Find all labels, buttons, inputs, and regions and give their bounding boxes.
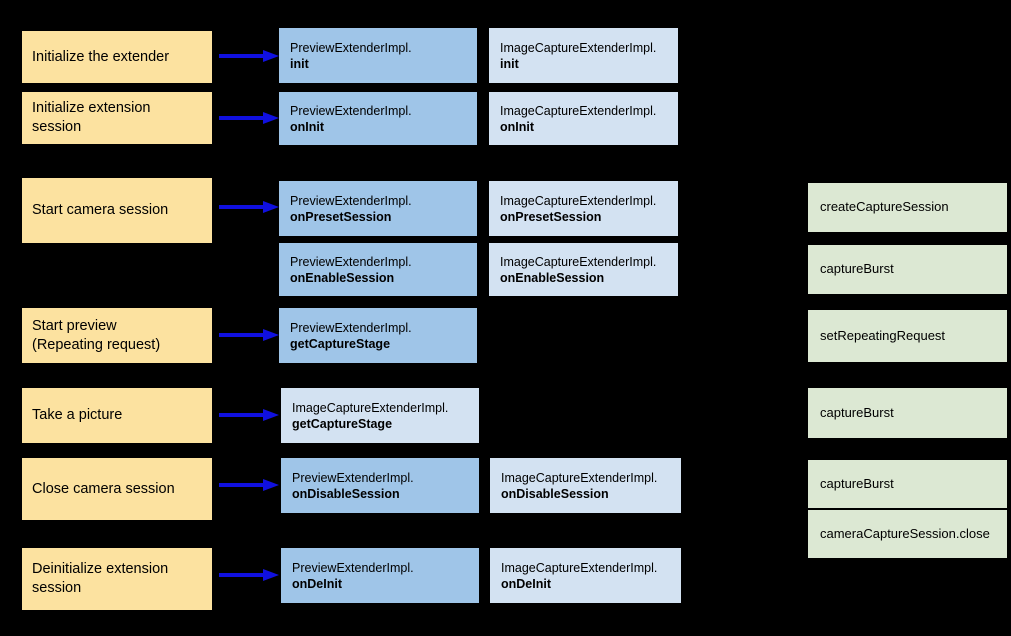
imagecapture-call-box-onenablesession: ImageCaptureExtenderImpl. onEnableSessio… xyxy=(489,243,678,296)
preview-class-name: PreviewExtenderImpl. xyxy=(290,103,412,118)
imagecapture-method-name: init xyxy=(500,56,519,71)
stage-label-line: Deinitialize extension xyxy=(32,561,169,578)
stage-box-take-picture: Take a picture xyxy=(22,388,212,443)
stage-box-deinit-session: Deinitialize extension session xyxy=(22,548,212,610)
preview-call-box-ondisablesession: PreviewExtenderImpl. onDisableSession xyxy=(281,458,479,513)
camera2-call-label: captureBurst xyxy=(820,261,894,277)
arrow-to-preview-ondeinit xyxy=(219,568,281,582)
imagecapture-class-name: ImageCaptureExtenderImpl. xyxy=(500,254,657,269)
preview-call-box-onpresetsession: PreviewExtenderImpl. onPresetSession xyxy=(279,181,477,236)
camera2-call-box-createcapturesession: createCaptureSession xyxy=(808,183,1007,232)
camera2-call-box-captureburst-3: captureBurst xyxy=(808,460,1007,508)
stage-label-line: Initialize extension xyxy=(32,100,151,117)
preview-class-name: PreviewExtenderImpl. xyxy=(292,470,414,485)
imagecapture-class-name: ImageCaptureExtenderImpl. xyxy=(292,400,449,415)
stage-box-init-extender: Initialize the extender xyxy=(22,31,212,83)
preview-call-box-oninit: PreviewExtenderImpl. onInit xyxy=(279,92,477,145)
imagecapture-call-box-init: ImageCaptureExtenderImpl. init xyxy=(489,28,678,83)
arrow-to-preview-onpreset xyxy=(219,200,281,214)
camera2-call-box-cameracapturesession-close: cameraCaptureSession.close xyxy=(808,510,1007,558)
imagecapture-class-name: ImageCaptureExtenderImpl. xyxy=(501,560,658,575)
preview-method-name: onEnableSession xyxy=(290,270,395,285)
stage-box-start-preview: Start preview (Repeating request) xyxy=(22,308,212,363)
stage-label-line: Initialize the extender xyxy=(32,48,170,65)
preview-class-name: PreviewExtenderImpl. xyxy=(290,193,412,208)
imagecapture-method-name: getCaptureStage xyxy=(292,416,393,431)
imagecapture-method-name: onPresetSession xyxy=(500,209,602,224)
imagecapture-call-box-ondeinit: ImageCaptureExtenderImpl. onDeInit xyxy=(490,548,681,603)
imagecapture-method-name: onEnableSession xyxy=(500,270,605,285)
arrow-to-preview-ondisable xyxy=(219,478,281,492)
stage-box-close-camera: Close camera session xyxy=(22,458,212,520)
stage-label-line: (Repeating request) xyxy=(32,336,161,353)
camera2-call-box-captureburst-1: captureBurst xyxy=(808,245,1007,294)
camera2-call-label: captureBurst xyxy=(820,404,894,420)
preview-call-box-getcapturestage: PreviewExtenderImpl. getCaptureStage xyxy=(279,308,477,363)
preview-call-box-onenablesession: PreviewExtenderImpl. onEnableSession xyxy=(279,243,477,296)
arrow-to-preview-init xyxy=(219,49,281,63)
preview-method-name: onPresetSession xyxy=(290,209,392,224)
preview-method-name: onInit xyxy=(290,119,325,134)
imagecapture-call-box-onpresetsession: ImageCaptureExtenderImpl. onPresetSessio… xyxy=(489,181,678,236)
arrow-to-capture-getcapturestage xyxy=(219,408,281,422)
imagecapture-call-box-getcapturestage: ImageCaptureExtenderImpl. getCaptureStag… xyxy=(281,388,479,443)
preview-method-name: getCaptureStage xyxy=(290,336,391,351)
imagecapture-call-box-oninit: ImageCaptureExtenderImpl. onInit xyxy=(489,92,678,145)
imagecapture-class-name: ImageCaptureExtenderImpl. xyxy=(500,193,657,208)
imagecapture-class-name: ImageCaptureExtenderImpl. xyxy=(500,103,657,118)
imagecapture-method-name: onDeInit xyxy=(501,576,551,591)
preview-call-box-ondeinit: PreviewExtenderImpl. onDeInit xyxy=(281,548,479,603)
camera2-call-label: createCaptureSession xyxy=(820,199,949,215)
camera2-call-label: cameraCaptureSession.close xyxy=(820,525,990,541)
preview-class-name: PreviewExtenderImpl. xyxy=(292,560,414,575)
stage-label-line: Start preview xyxy=(32,317,117,334)
camera2-call-label: setRepeatingRequest xyxy=(820,327,946,343)
imagecapture-class-name: ImageCaptureExtenderImpl. xyxy=(500,40,657,55)
preview-class-name: PreviewExtenderImpl. xyxy=(290,320,412,335)
stage-label-line: Take a picture xyxy=(32,407,123,424)
preview-method-name: onDisableSession xyxy=(292,486,400,501)
stage-box-init-session: Initialize extension session xyxy=(22,92,212,144)
imagecapture-call-box-ondisablesession: ImageCaptureExtenderImpl. onDisableSessi… xyxy=(490,458,681,513)
imagecapture-method-name: onDisableSession xyxy=(501,486,609,501)
stage-box-start-camera: Start camera session xyxy=(22,178,212,243)
arrow-to-preview-oninit xyxy=(219,111,281,125)
camera2-call-box-setrepeatingrequest: setRepeatingRequest xyxy=(808,310,1007,362)
stage-label-line: session xyxy=(32,580,82,596)
preview-class-name: PreviewExtenderImpl. xyxy=(290,40,412,55)
preview-method-name: onDeInit xyxy=(292,576,342,591)
camera2-call-label: captureBurst xyxy=(820,475,894,491)
arrow-to-preview-getcapturestage xyxy=(219,328,281,342)
imagecapture-class-name: ImageCaptureExtenderImpl. xyxy=(501,470,658,485)
camera2-call-box-captureburst-2: captureBurst xyxy=(808,388,1007,438)
stage-label-line: Start camera session xyxy=(32,202,169,219)
stage-label-line: session xyxy=(32,119,82,135)
preview-class-name: PreviewExtenderImpl. xyxy=(290,254,412,269)
preview-method-name: init xyxy=(290,56,309,71)
preview-call-box-init: PreviewExtenderImpl. init xyxy=(279,28,477,83)
imagecapture-method-name: onInit xyxy=(500,119,535,134)
stage-label-line: Close camera session xyxy=(32,480,175,497)
